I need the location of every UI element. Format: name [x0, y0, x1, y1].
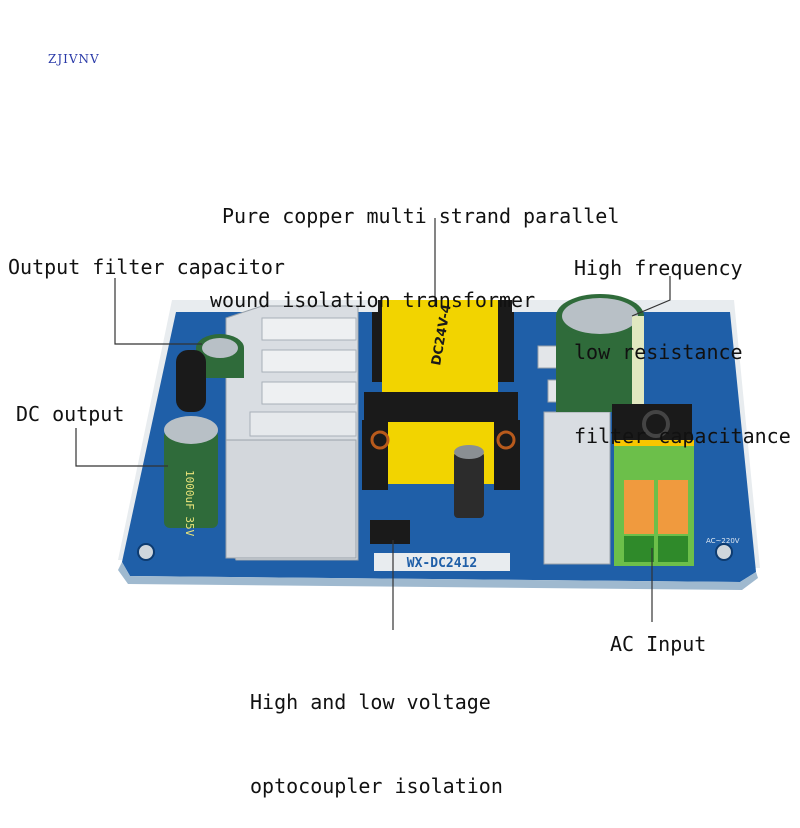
hf-label-line-3: filter capacitance: [574, 424, 791, 448]
optocoupler-label: High and low voltage optocoupler isolati…: [250, 632, 503, 828]
model-label-box: WX-DC2412: [374, 553, 510, 571]
small-capacitor: [454, 445, 484, 518]
pcb-side: [118, 562, 758, 590]
transformer-label-line-2: wound isolation transformer: [210, 288, 536, 312]
transformer-label: Pure copper multi strand parallel wound …: [210, 146, 619, 342]
capacitor-marking: 1000uF 35V: [183, 470, 196, 537]
ac-input-terminal: AC~220V: [614, 440, 740, 566]
ac-marking: AC~220V: [706, 537, 740, 545]
power-supply-board-photo: 1000uF 35V DC24V-4 WX-DC2412: [75, 218, 760, 630]
watermark: ZJIVNV: [48, 52, 100, 66]
hf-label-line-2: low resistance: [574, 340, 743, 364]
transformer-label-line-1: Pure copper multi strand parallel: [222, 204, 620, 228]
leader-high-frequency-capacitor: [631, 276, 671, 317]
dc-output-capacitor: 1000uF 35V: [164, 416, 218, 537]
leader-output-filter-capacitor: [114, 278, 202, 345]
high-frequency-capacitor-label: High frequency low resistance filter cap…: [574, 198, 800, 478]
model-label: WX-DC2412: [407, 556, 477, 571]
leader-dc-output: [75, 428, 168, 467]
mount-hole-left: [137, 543, 155, 561]
hf-label-line-1: High frequency: [574, 256, 743, 280]
inductor: [176, 350, 206, 412]
leader-lines: [75, 218, 671, 630]
mount-hole-right: [715, 543, 733, 561]
high-frequency-capacitor: [556, 294, 644, 412]
dc-output-label: DC output: [16, 402, 125, 426]
output-filter-capacitor-label: Output filter capacitor: [8, 255, 285, 279]
common-mode-choke: [612, 404, 692, 444]
optocoupler-label-line-1: High and low voltage: [250, 690, 491, 714]
left-heatsink: [225, 305, 359, 561]
output-filter-capacitor: [196, 334, 244, 378]
transformer: DC24V-4: [362, 300, 520, 490]
optocoupler: [370, 520, 410, 544]
ac-input-label: AC Input: [610, 632, 707, 656]
optocoupler-label-line-2: optocoupler isolation: [250, 774, 503, 798]
